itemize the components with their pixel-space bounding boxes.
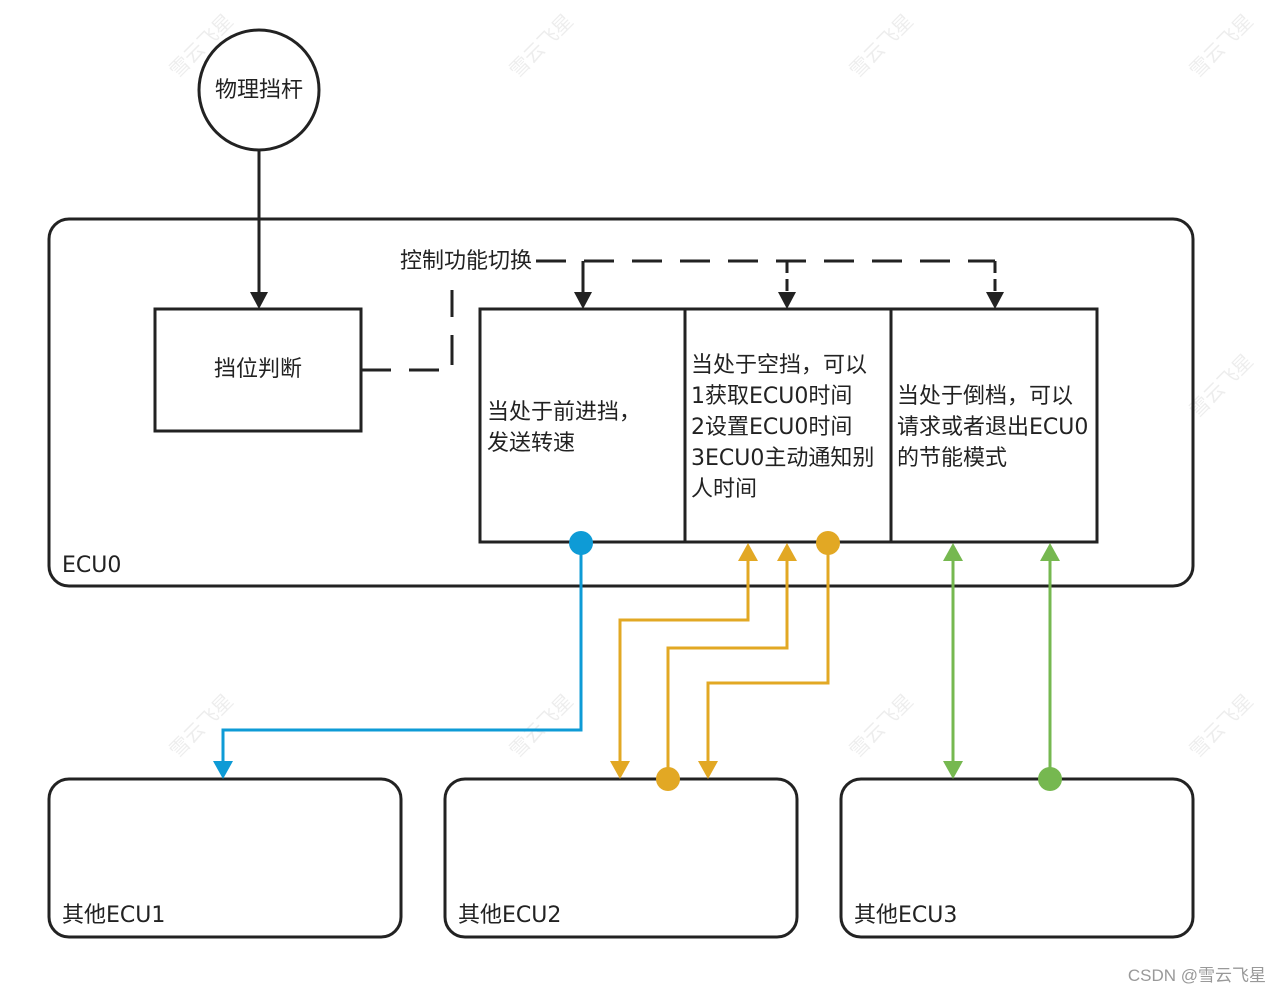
forward-box-text: 当处于前进挡， 发送转速 (487, 397, 641, 459)
yellow-source-dot-2 (816, 531, 840, 555)
reverse-line: 当处于倒档，可以 (897, 384, 1074, 409)
yellow-link-2 (666, 559, 789, 779)
ecu3-box (839, 777, 1195, 939)
reverse-line: 的节能模式 (897, 446, 1008, 471)
lever-arrowhead (250, 292, 268, 309)
blue-arrowhead (213, 761, 233, 779)
control-dashed-line (361, 290, 454, 372)
ecu1-label: 其他ECU1 (62, 903, 166, 928)
ecu0-label: ECU0 (62, 553, 122, 578)
gear-judge-label: 挡位判断 (213, 357, 302, 382)
ecu3-label: 其他ECU3 (854, 903, 958, 928)
reverse-box (889, 307, 1099, 544)
forward-line: 当处于前进挡， (487, 400, 642, 425)
neutral-line: 当处于空挡，可以 (691, 353, 868, 378)
ecu2-box (443, 777, 799, 939)
neutral-line: 3ECU0主动通知别 (691, 446, 875, 471)
neutral-line: 2设置ECU0时间 (691, 415, 853, 440)
yellow-arrowhead-2 (777, 543, 797, 561)
neutral-box-text: 当处于空挡，可以 1获取ECU0时间 2设置ECU0时间 3ECU0主动通知别 … (691, 350, 874, 505)
yellow-arrowhead-3 (698, 761, 718, 779)
dash-arrowhead-3 (986, 292, 1004, 309)
footer-credit: CSDN @雪云飞星 (1127, 966, 1266, 985)
dash-arrowhead-2 (778, 292, 796, 309)
yellow-link-1 (618, 559, 750, 763)
ecu0-container (47, 217, 1195, 588)
neutral-line: 人时间 (691, 477, 758, 502)
ecu1-box (47, 777, 403, 939)
green-source-dot (1038, 767, 1062, 791)
reverse-line: 请求或者退出ECU0 (897, 415, 1089, 440)
green-arrowhead-2 (1040, 543, 1060, 561)
yellow-arrowhead-1b (738, 543, 758, 561)
control-switch-label: 控制功能切换 (400, 246, 533, 277)
ecu2-label: 其他ECU2 (458, 903, 562, 928)
green-arrowhead-1a (943, 543, 963, 561)
yellow-source-dot-1 (656, 767, 680, 791)
neutral-line: 1获取ECU0时间 (691, 384, 853, 409)
dash-arrowhead-1 (574, 292, 592, 309)
green-arrowhead-1b (943, 761, 963, 779)
blue-link (221, 543, 583, 763)
reverse-box-text: 当处于倒档，可以 请求或者退出ECU0 的节能模式 (897, 381, 1088, 474)
yellow-link-3 (706, 543, 830, 763)
yellow-arrowhead-1a (610, 761, 630, 779)
lever-label: 物理挡杆 (214, 78, 303, 103)
blue-source-dot (569, 531, 593, 555)
forward-line: 发送转速 (487, 431, 576, 456)
